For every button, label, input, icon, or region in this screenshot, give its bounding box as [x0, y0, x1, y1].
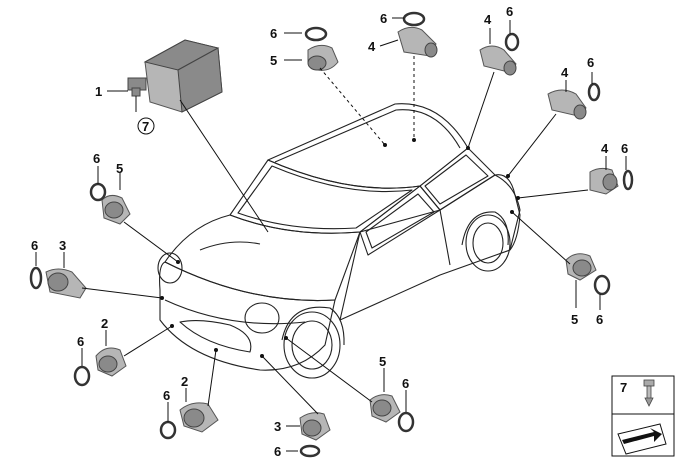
callout-2-front-left: 2: [101, 316, 108, 331]
sensor-front-center: [159, 402, 219, 440]
callout-5-left-upper: 5: [116, 161, 123, 176]
callout-6-right-middle: 6: [621, 141, 628, 156]
control-unit: [127, 39, 223, 113]
callout-6-bottom-center: 6: [274, 444, 281, 459]
leader-lines: [35, 17, 627, 452]
legend-number: 7: [620, 380, 627, 395]
callout-6-top-right: 6: [506, 4, 513, 19]
sensor-bottom-center: [299, 412, 331, 458]
sensor-bottom-right: [369, 394, 415, 433]
car-outline: [157, 103, 521, 379]
callout-4-top-right: 4: [484, 12, 492, 27]
callout-1: 1: [95, 84, 102, 99]
sensor-right-upper: [547, 82, 601, 120]
callout-4-right-middle: 4: [601, 141, 609, 156]
callout-7: 7: [142, 119, 149, 134]
callout-6-right-upper: 6: [587, 55, 594, 70]
callout-6-bottom-right: 6: [402, 376, 409, 391]
callout-6-left-side: 6: [31, 238, 38, 253]
callout-2-front-center: 2: [181, 374, 188, 389]
callout-5-right-lower: 5: [571, 312, 578, 327]
callout-6-right-lower: 6: [596, 312, 603, 327]
sensor-right-lower: [565, 253, 611, 296]
callout-6-top-middle: 6: [380, 11, 387, 26]
callout-3-bottom-center: 3: [274, 419, 281, 434]
sensor-top-right: [479, 32, 520, 76]
callout-3-left-side: 3: [59, 238, 66, 253]
arrow-icon: [617, 423, 667, 455]
sensor-left-side: [29, 266, 87, 299]
callout-7-circle: [137, 117, 155, 135]
sensor-top-center: [304, 26, 339, 71]
callout-5-top-center: 5: [270, 53, 277, 68]
callout-6-front-center: 6: [163, 388, 170, 403]
callouts: 1 7 6 5 6 4 4 6 4 6 4 6 5 6 6 5 6 3 2 6 …: [31, 4, 628, 459]
callout-6-left-upper: 6: [93, 151, 100, 166]
sensor-right-middle: [589, 167, 634, 195]
sensor-left-upper: [89, 182, 131, 225]
clip-icon: [643, 379, 655, 407]
sensor-top-middle: [397, 11, 438, 58]
callout-4-right-upper: 4: [561, 65, 569, 80]
callout-6-top-center: 6: [270, 26, 277, 41]
callout-5-bottom-right: 5: [379, 354, 386, 369]
callout-6-front-left: 6: [77, 334, 84, 349]
sensor-front-left: [73, 347, 127, 387]
legend-box: 7: [611, 375, 675, 457]
callout-4-top-middle: 4: [368, 39, 376, 54]
